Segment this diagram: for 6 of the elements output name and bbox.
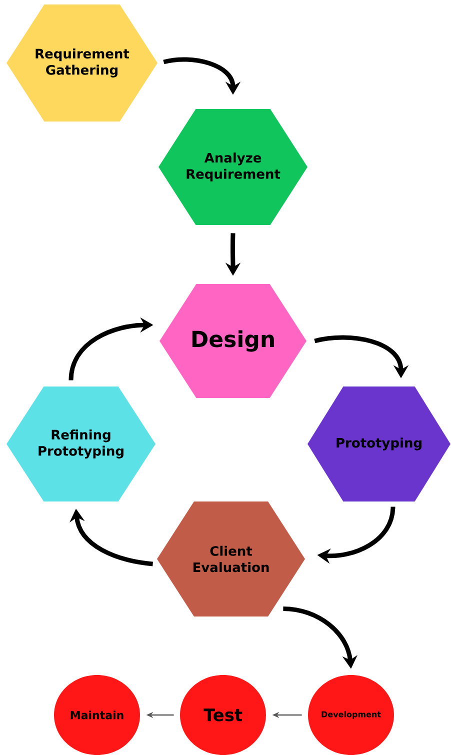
hexagon: Analyze Requirement	[158, 109, 308, 225]
hexagon: Refining Prototyping	[6, 386, 156, 502]
hexagon: Prototyping	[308, 386, 450, 502]
hexagon: Requirement Gathering	[6, 4, 158, 122]
hexagon: Design	[160, 284, 306, 398]
hexagon: Client Evaluation	[157, 502, 305, 616]
